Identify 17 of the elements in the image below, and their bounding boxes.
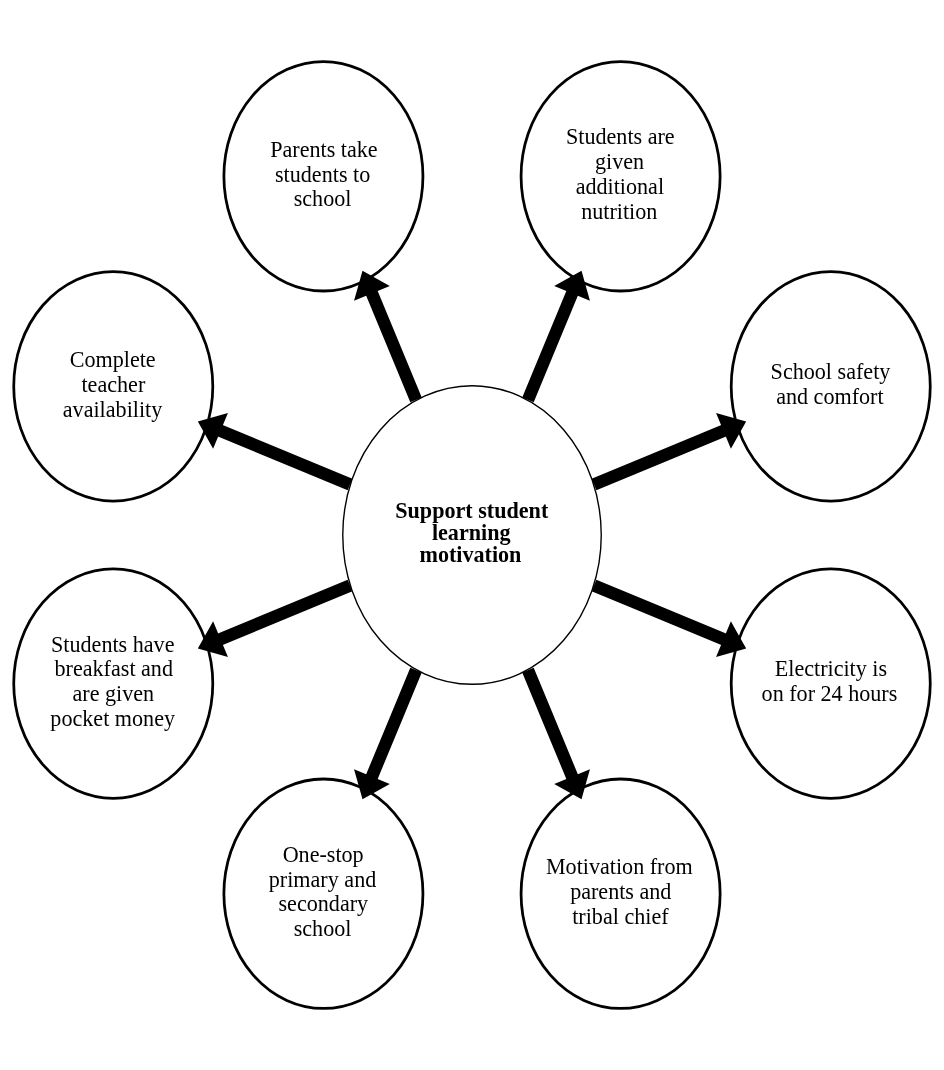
arrow — [522, 270, 590, 403]
node-ellipse: Motivation from parents and tribal chief — [519, 777, 722, 1010]
arrow — [354, 270, 422, 403]
node-ellipse: Complete teacher availability — [12, 270, 215, 503]
node-ellipse: Students are given additional nutrition — [519, 60, 722, 293]
arrow — [197, 412, 353, 491]
node-ellipse: Parents take students to school — [222, 60, 425, 293]
arrow — [354, 667, 422, 800]
node-ellipse: Support student learning motivation — [342, 385, 602, 685]
node-ellipse: Students have breakfast and are given pocket money — [12, 567, 215, 800]
arrow — [591, 412, 747, 491]
arrow — [591, 579, 747, 658]
arrow — [522, 667, 590, 800]
arrow — [197, 579, 353, 658]
node-ellipse: One-stop primary and secondary school — [222, 777, 425, 1010]
node-ellipse: School safety and comfort — [729, 270, 932, 503]
node-ellipse: Electricity is on for 24 hours — [729, 567, 932, 800]
